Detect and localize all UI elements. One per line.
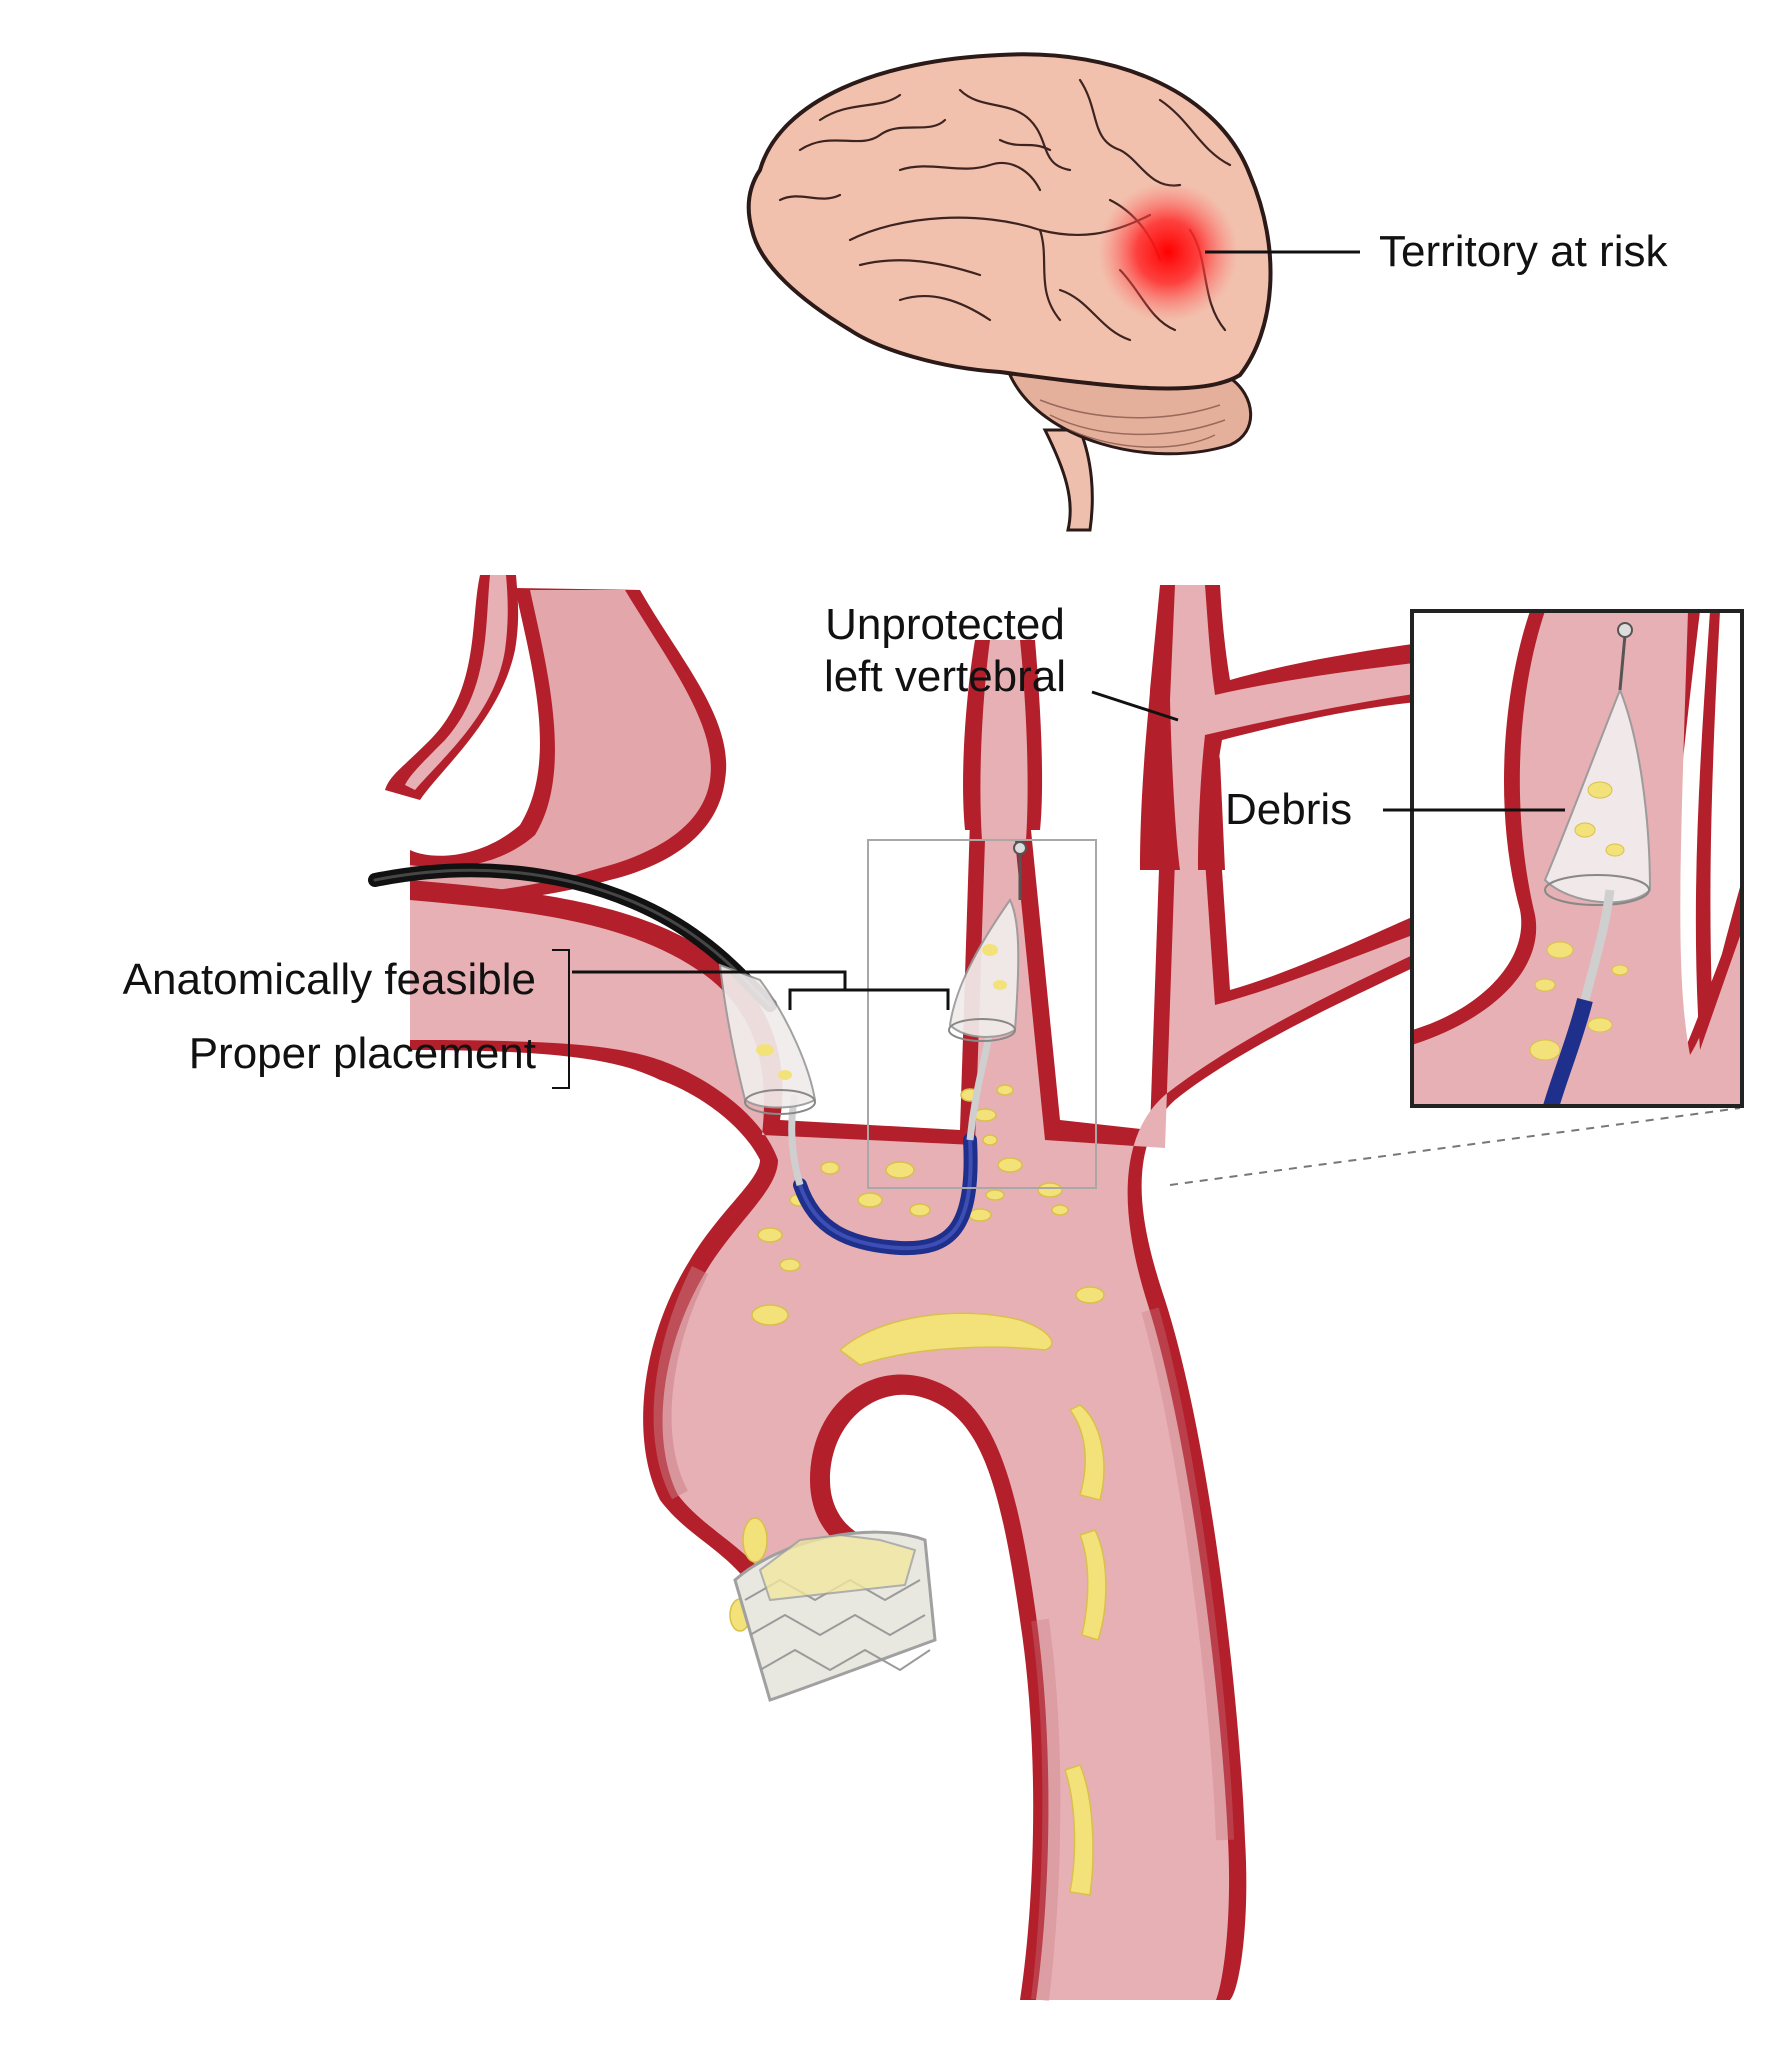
aorta-lumen <box>410 840 1445 2000</box>
label-unprotected-line2: left vertebral <box>800 655 1090 699</box>
label-unprotected-left-vertebral: Unprotected left vertebral <box>800 603 1090 699</box>
label-unprotected-line1: Unprotected <box>800 603 1090 647</box>
label-territory-at-risk: Territory at risk <box>1379 230 1667 274</box>
label-debris: Debris <box>1225 788 1352 832</box>
brain <box>749 54 1271 530</box>
label-anatomically-feasible: Anatomically feasible <box>40 958 536 1002</box>
inset-detail <box>1412 611 1742 1110</box>
zoom-connector-line <box>1170 1108 1740 1185</box>
label-proper-placement: Proper placement <box>40 1032 536 1076</box>
brainstem <box>1045 430 1092 530</box>
